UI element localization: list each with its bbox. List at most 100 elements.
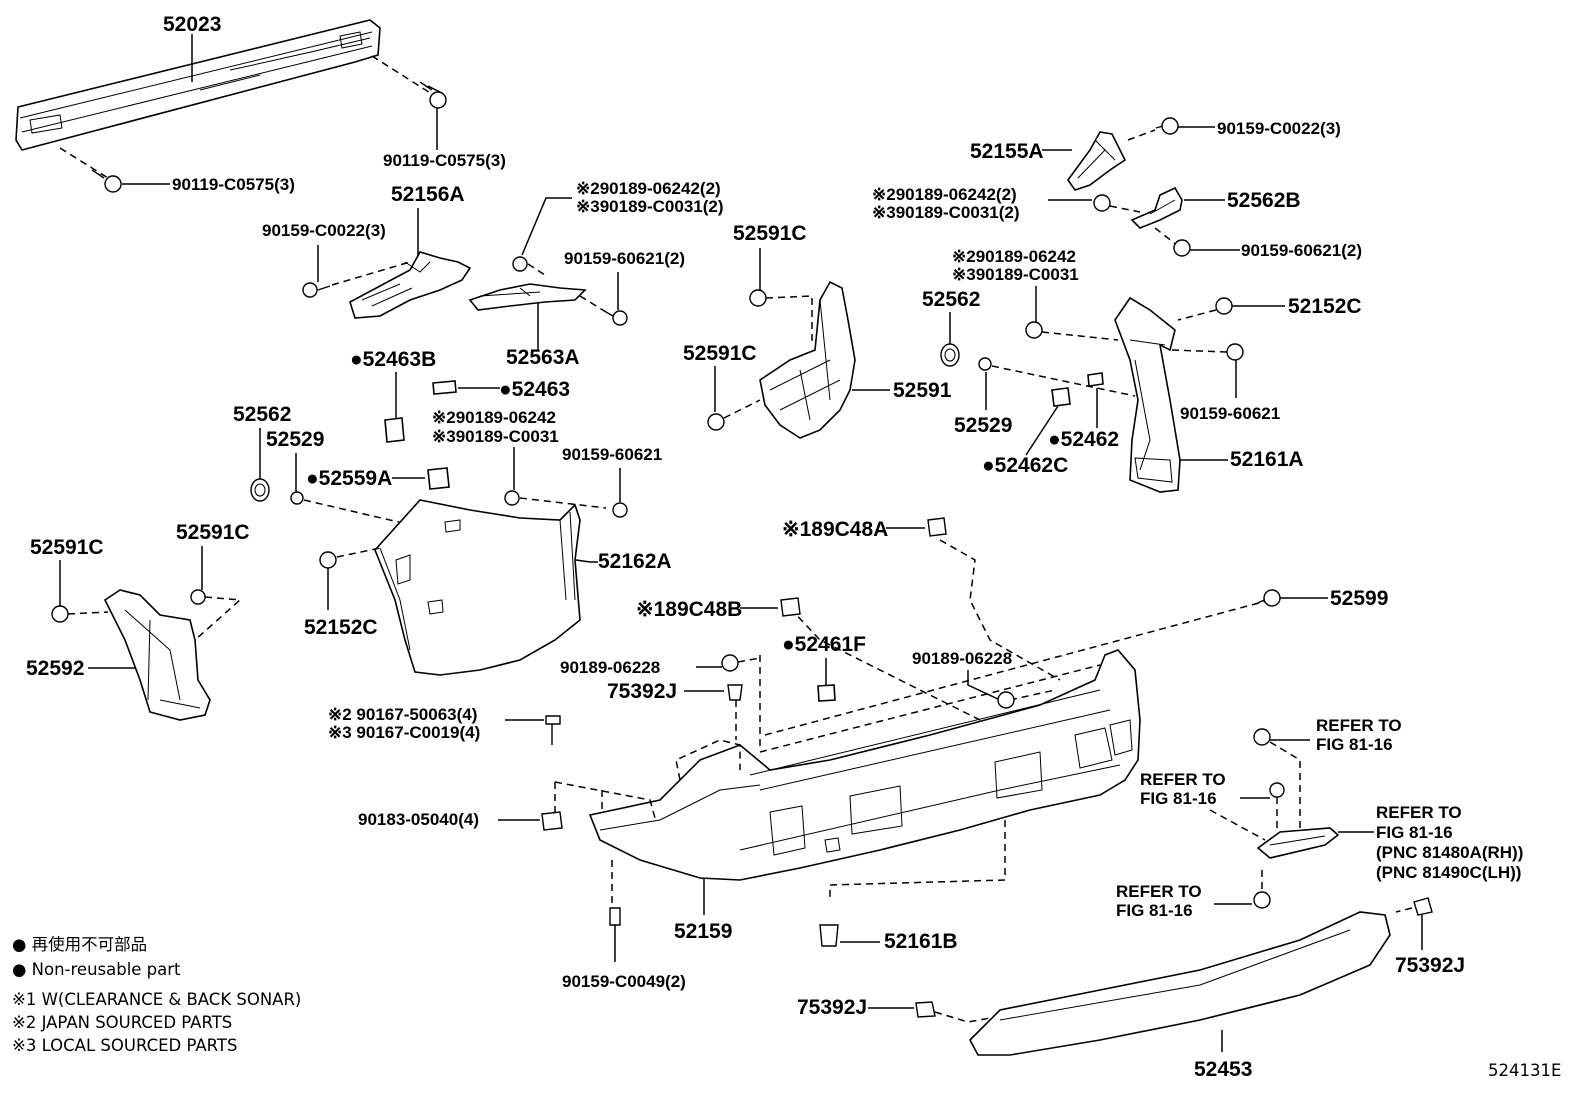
label-90159-60621-2-right: 90159-60621(2): [1241, 241, 1362, 260]
label-52529-right: 52529: [954, 414, 1012, 437]
label-52591C-mid: 52591C: [683, 342, 757, 365]
label-75392J-lower-right: 75392J: [1395, 954, 1465, 977]
reflector-icon[interactable]: [1256, 827, 1340, 859]
bolt-90159-c0049-icon[interactable]: [609, 907, 621, 962]
nut-189C48A-icon[interactable]: [927, 517, 947, 537]
label-90159-c0022-left: 90159-C0022(3): [262, 221, 386, 240]
bolt-icon[interactable]: [302, 261, 411, 298]
clip-75392J-icon[interactable]: [868, 1001, 991, 1023]
label-90119-c0575-top: 90119-C0575(3): [383, 151, 506, 170]
label-52461F: ●52461F: [782, 633, 866, 656]
pad-52462C[interactable]: [1051, 387, 1071, 407]
bracket-52562B[interactable]: [1130, 186, 1183, 229]
clip-icon[interactable]: [1093, 194, 1141, 213]
clip-icon[interactable]: [1253, 728, 1310, 830]
label-52162A: 52162A: [598, 550, 672, 573]
bolt-icon[interactable]: [1127, 117, 1215, 141]
legend: ● 再使用不可部品 ● Non-reusable part ※1 W(CLEAR…: [12, 935, 301, 1055]
label-290189-06242-right: ※290189-06242: [952, 247, 1076, 266]
label-90159-60621-left: 90159-60621: [562, 445, 662, 464]
clip-icon[interactable]: [512, 256, 546, 276]
bolt-icon[interactable]: [59, 147, 170, 193]
bracket-52156A[interactable]: [349, 251, 472, 319]
side-panel-52162A[interactable]: [374, 499, 581, 676]
bumper-cover-52159[interactable]: [588, 649, 1141, 881]
pad-52559A[interactable]: [427, 467, 450, 490]
label-52591C-top: 52591C: [733, 222, 807, 245]
label-90159-c0022-right: 90159-C0022(3): [1217, 119, 1341, 138]
label-390167-c0019: ※3 90167-C0019(4): [328, 723, 480, 742]
label-52463B: ●52463B: [350, 348, 436, 371]
garnish-52453[interactable]: [969, 911, 1391, 1056]
label-52023: 52023: [163, 13, 221, 36]
side-panel-52161A[interactable]: [1114, 296, 1181, 493]
clip-icon[interactable]: [1025, 321, 1119, 341]
bolt-icon[interactable]: [579, 295, 628, 326]
label-52161A: 52161A: [1230, 448, 1304, 471]
label-189C48A: ※189C48A: [782, 518, 888, 541]
legend-line-4: ※2 JAPAN SOURCED PARTS: [12, 1013, 232, 1032]
nut-189C48B-icon[interactable]: [780, 597, 801, 617]
label-390189-c0031-right: ※390189-C0031: [952, 265, 1079, 284]
pad-52461F[interactable]: [817, 684, 836, 702]
bolt-icon[interactable]: [319, 547, 381, 610]
clip-90189-06228-icon[interactable]: [721, 654, 761, 672]
grommet-52562-icon[interactable]: [940, 343, 960, 367]
bumper-reinforcement-52023[interactable]: [15, 19, 381, 151]
label-90119-c0575-bottom: 90119-C0575(3): [172, 175, 295, 194]
clip-52529-icon[interactable]: [978, 357, 1136, 397]
bracket-52155A[interactable]: [1067, 131, 1127, 191]
pad-52463[interactable]: [432, 380, 457, 395]
label-90189-06228-left: 90189-06228: [560, 658, 660, 677]
label-75392J-upper: 75392J: [607, 680, 677, 703]
label-52563A: 52563A: [506, 346, 580, 369]
label-52592: 52592: [26, 657, 84, 680]
label-52152C-right: 52152C: [1288, 295, 1362, 318]
clip-75392J-icon[interactable]: [727, 684, 743, 701]
bolt-icon[interactable]: [612, 502, 628, 518]
clip-icon[interactable]: [1253, 870, 1271, 909]
clip-icon[interactable]: [1209, 782, 1285, 841]
screw-90167-icon[interactable]: [545, 715, 561, 745]
label-52591C-a: 52591C: [30, 536, 104, 559]
clip-52591C-icon[interactable]: [51, 605, 109, 623]
label-52591C-b: 52591C: [176, 521, 250, 544]
label-390189-c0031-2-left: ※390189-C0031(2): [576, 197, 724, 216]
bolt-icon[interactable]: [371, 55, 447, 150]
label-290189-06242-2-left: ※290189-06242(2): [576, 179, 721, 198]
label-52453: 52453: [1194, 1058, 1252, 1081]
legend-line-5: ※3 LOCAL SOURCED PARTS: [12, 1036, 237, 1055]
label-52559A: ●52559A: [306, 467, 392, 490]
bracket-52563A[interactable]: [468, 283, 587, 311]
label-90189-06228-right: 90189-06228: [912, 649, 1012, 668]
label-290167-50063: ※2 90167-50063(4): [328, 705, 477, 724]
clip-52591C-icon[interactable]: [190, 589, 242, 641]
label-52562-left: 52562: [233, 403, 291, 426]
bolt-icon[interactable]: [1177, 297, 1285, 321]
label-refer-1b: FIG 81-16: [1316, 735, 1393, 754]
pad-52462[interactable]: [1087, 372, 1104, 387]
bolt-icon[interactable]: [1154, 227, 1240, 257]
clip-52161B-icon[interactable]: [819, 924, 880, 947]
label-290189-06242-left: ※290189-06242: [432, 408, 556, 427]
clip-75392J-icon[interactable]: [1395, 897, 1433, 950]
grommet-52562-icon[interactable]: [250, 478, 270, 502]
bolt-52599-icon[interactable]: [1255, 589, 1328, 607]
bolt-icon[interactable]: [1171, 343, 1244, 398]
clip-icon[interactable]: [504, 490, 607, 509]
pad-52463B[interactable]: [384, 417, 405, 443]
label-52152C-left: 52152C: [304, 616, 378, 639]
legend-line-1: ● 再使用不可部品: [12, 935, 147, 954]
clip-52591C-icon[interactable]: [749, 289, 822, 341]
diagram-code: 524131E: [1488, 1061, 1561, 1080]
label-52562-right: 52562: [922, 288, 980, 311]
label-52159: 52159: [674, 920, 732, 943]
clip-52591C-icon[interactable]: [707, 399, 761, 431]
nut-90183-icon[interactable]: [541, 811, 563, 831]
label-refer-3b: FIG 81-16: [1376, 823, 1453, 842]
label-52161B: 52161B: [884, 930, 958, 953]
bracket-52592[interactable]: [103, 589, 211, 721]
label-90183-05040: 90183-05040(4): [358, 810, 479, 829]
clip-90189-06228-icon[interactable]: [997, 691, 1015, 709]
bracket-52591[interactable]: [759, 280, 856, 439]
